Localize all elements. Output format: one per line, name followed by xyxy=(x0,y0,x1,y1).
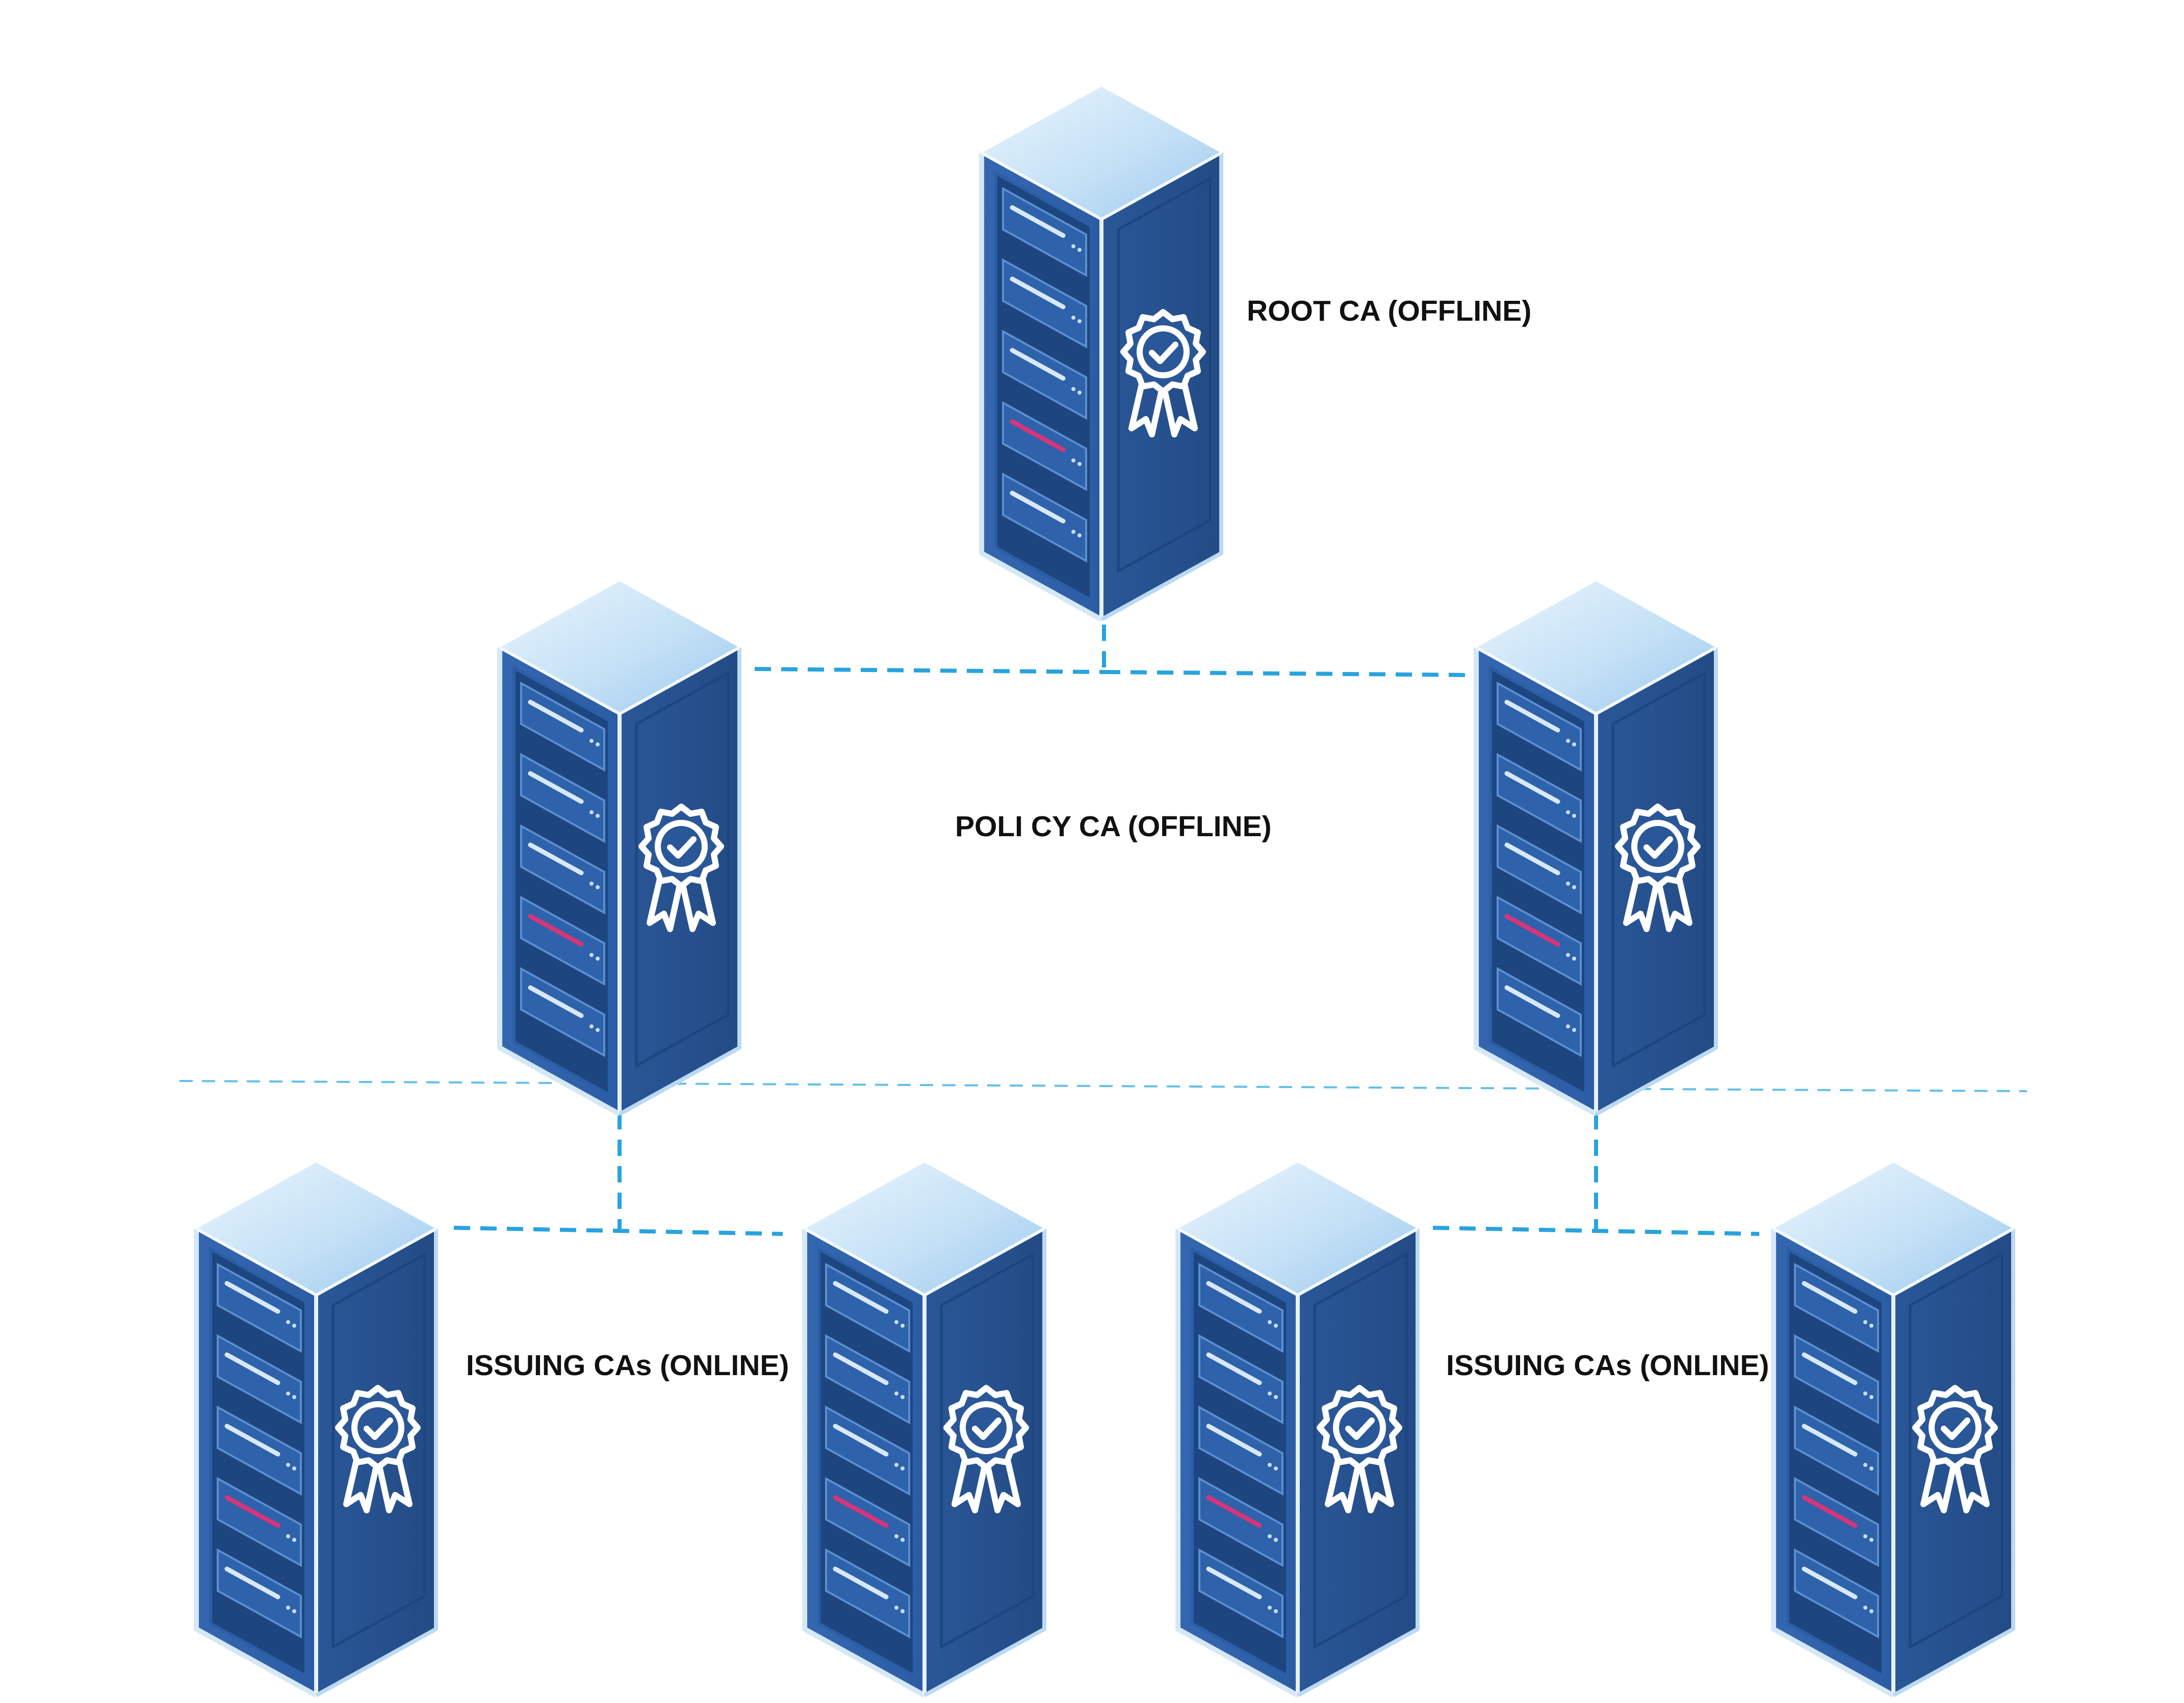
policy-ca-label: POLI CY CA (OFFLINE) xyxy=(955,810,1272,843)
offline-online-divider xyxy=(179,1080,2027,1092)
root-ca-label: ROOT CA (OFFLINE) xyxy=(1247,295,1532,327)
server-rack-icon xyxy=(1178,1163,1418,1695)
server-rack-icon xyxy=(196,1163,436,1695)
server-rack-icon xyxy=(805,1163,1044,1695)
connector-issuing-right xyxy=(1432,1226,1760,1236)
issuing-ca-label-left: ISSUING CAs (ONLINE) xyxy=(466,1349,789,1382)
connector-policy-right xyxy=(1103,670,1477,677)
server-rack-icon xyxy=(1774,1163,2013,1695)
server-rack-icon xyxy=(982,87,1221,620)
connector-issuing-left xyxy=(453,1226,783,1236)
server-rack-icon xyxy=(1476,581,1716,1114)
issuing-ca-label-right: ISSUING CAs (ONLINE) xyxy=(1446,1349,1769,1382)
connector-policy-left xyxy=(754,667,1104,674)
server-rack-icon xyxy=(500,581,739,1114)
